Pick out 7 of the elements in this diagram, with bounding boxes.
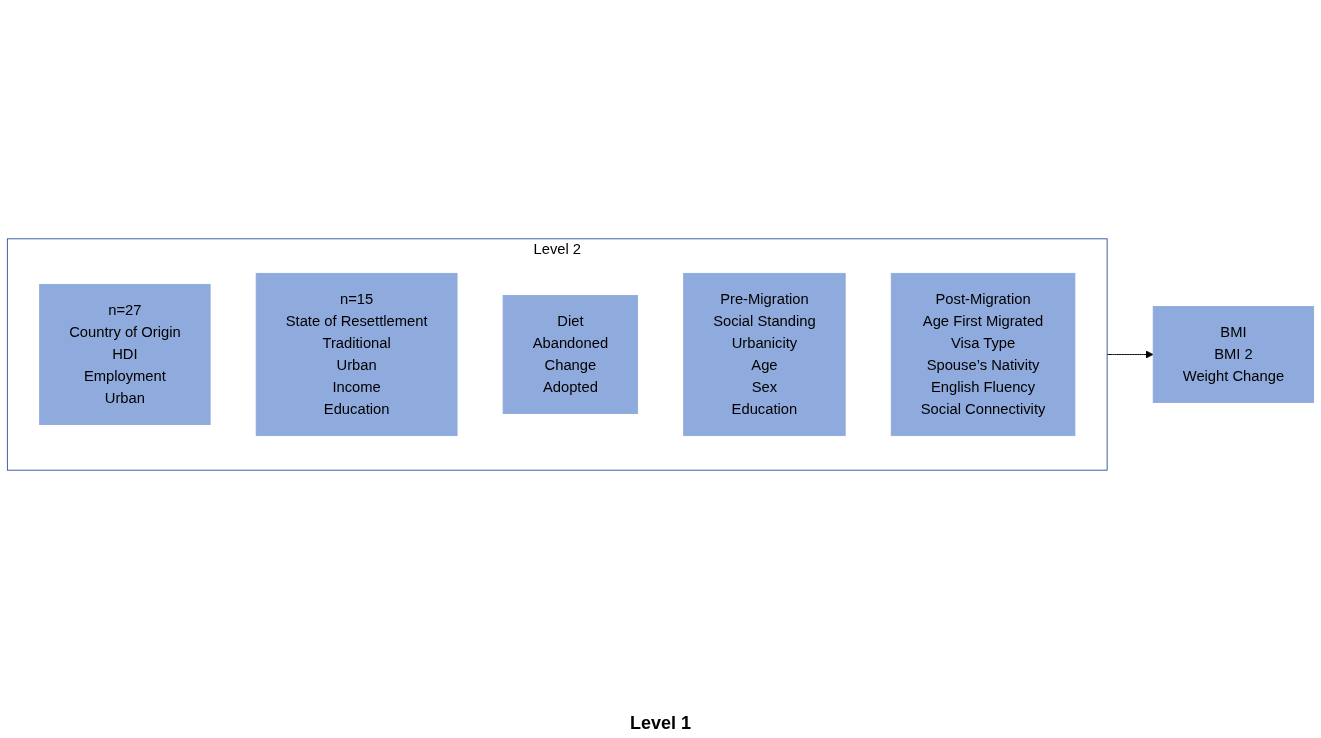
node-box: Diet Abandoned Change Adopted [502,295,639,414]
level-heading: Level 1 [629,713,691,733]
node-box: BMI BMI 2 Weight Change [1152,306,1315,403]
node-box: Post-Migration Age First Migrated Visa Type Spouse’s Nativity English Fluency Social Connectivity [890,272,1076,437]
node-box: Pre-Migration Social Standing Urbanicity Age Sex Education [683,272,846,437]
node-box: n=15 State of Resettlement Traditional Urban Income Education [255,272,458,437]
node-box: n=27 Country of Origin HDI Employment Urban [39,284,211,425]
